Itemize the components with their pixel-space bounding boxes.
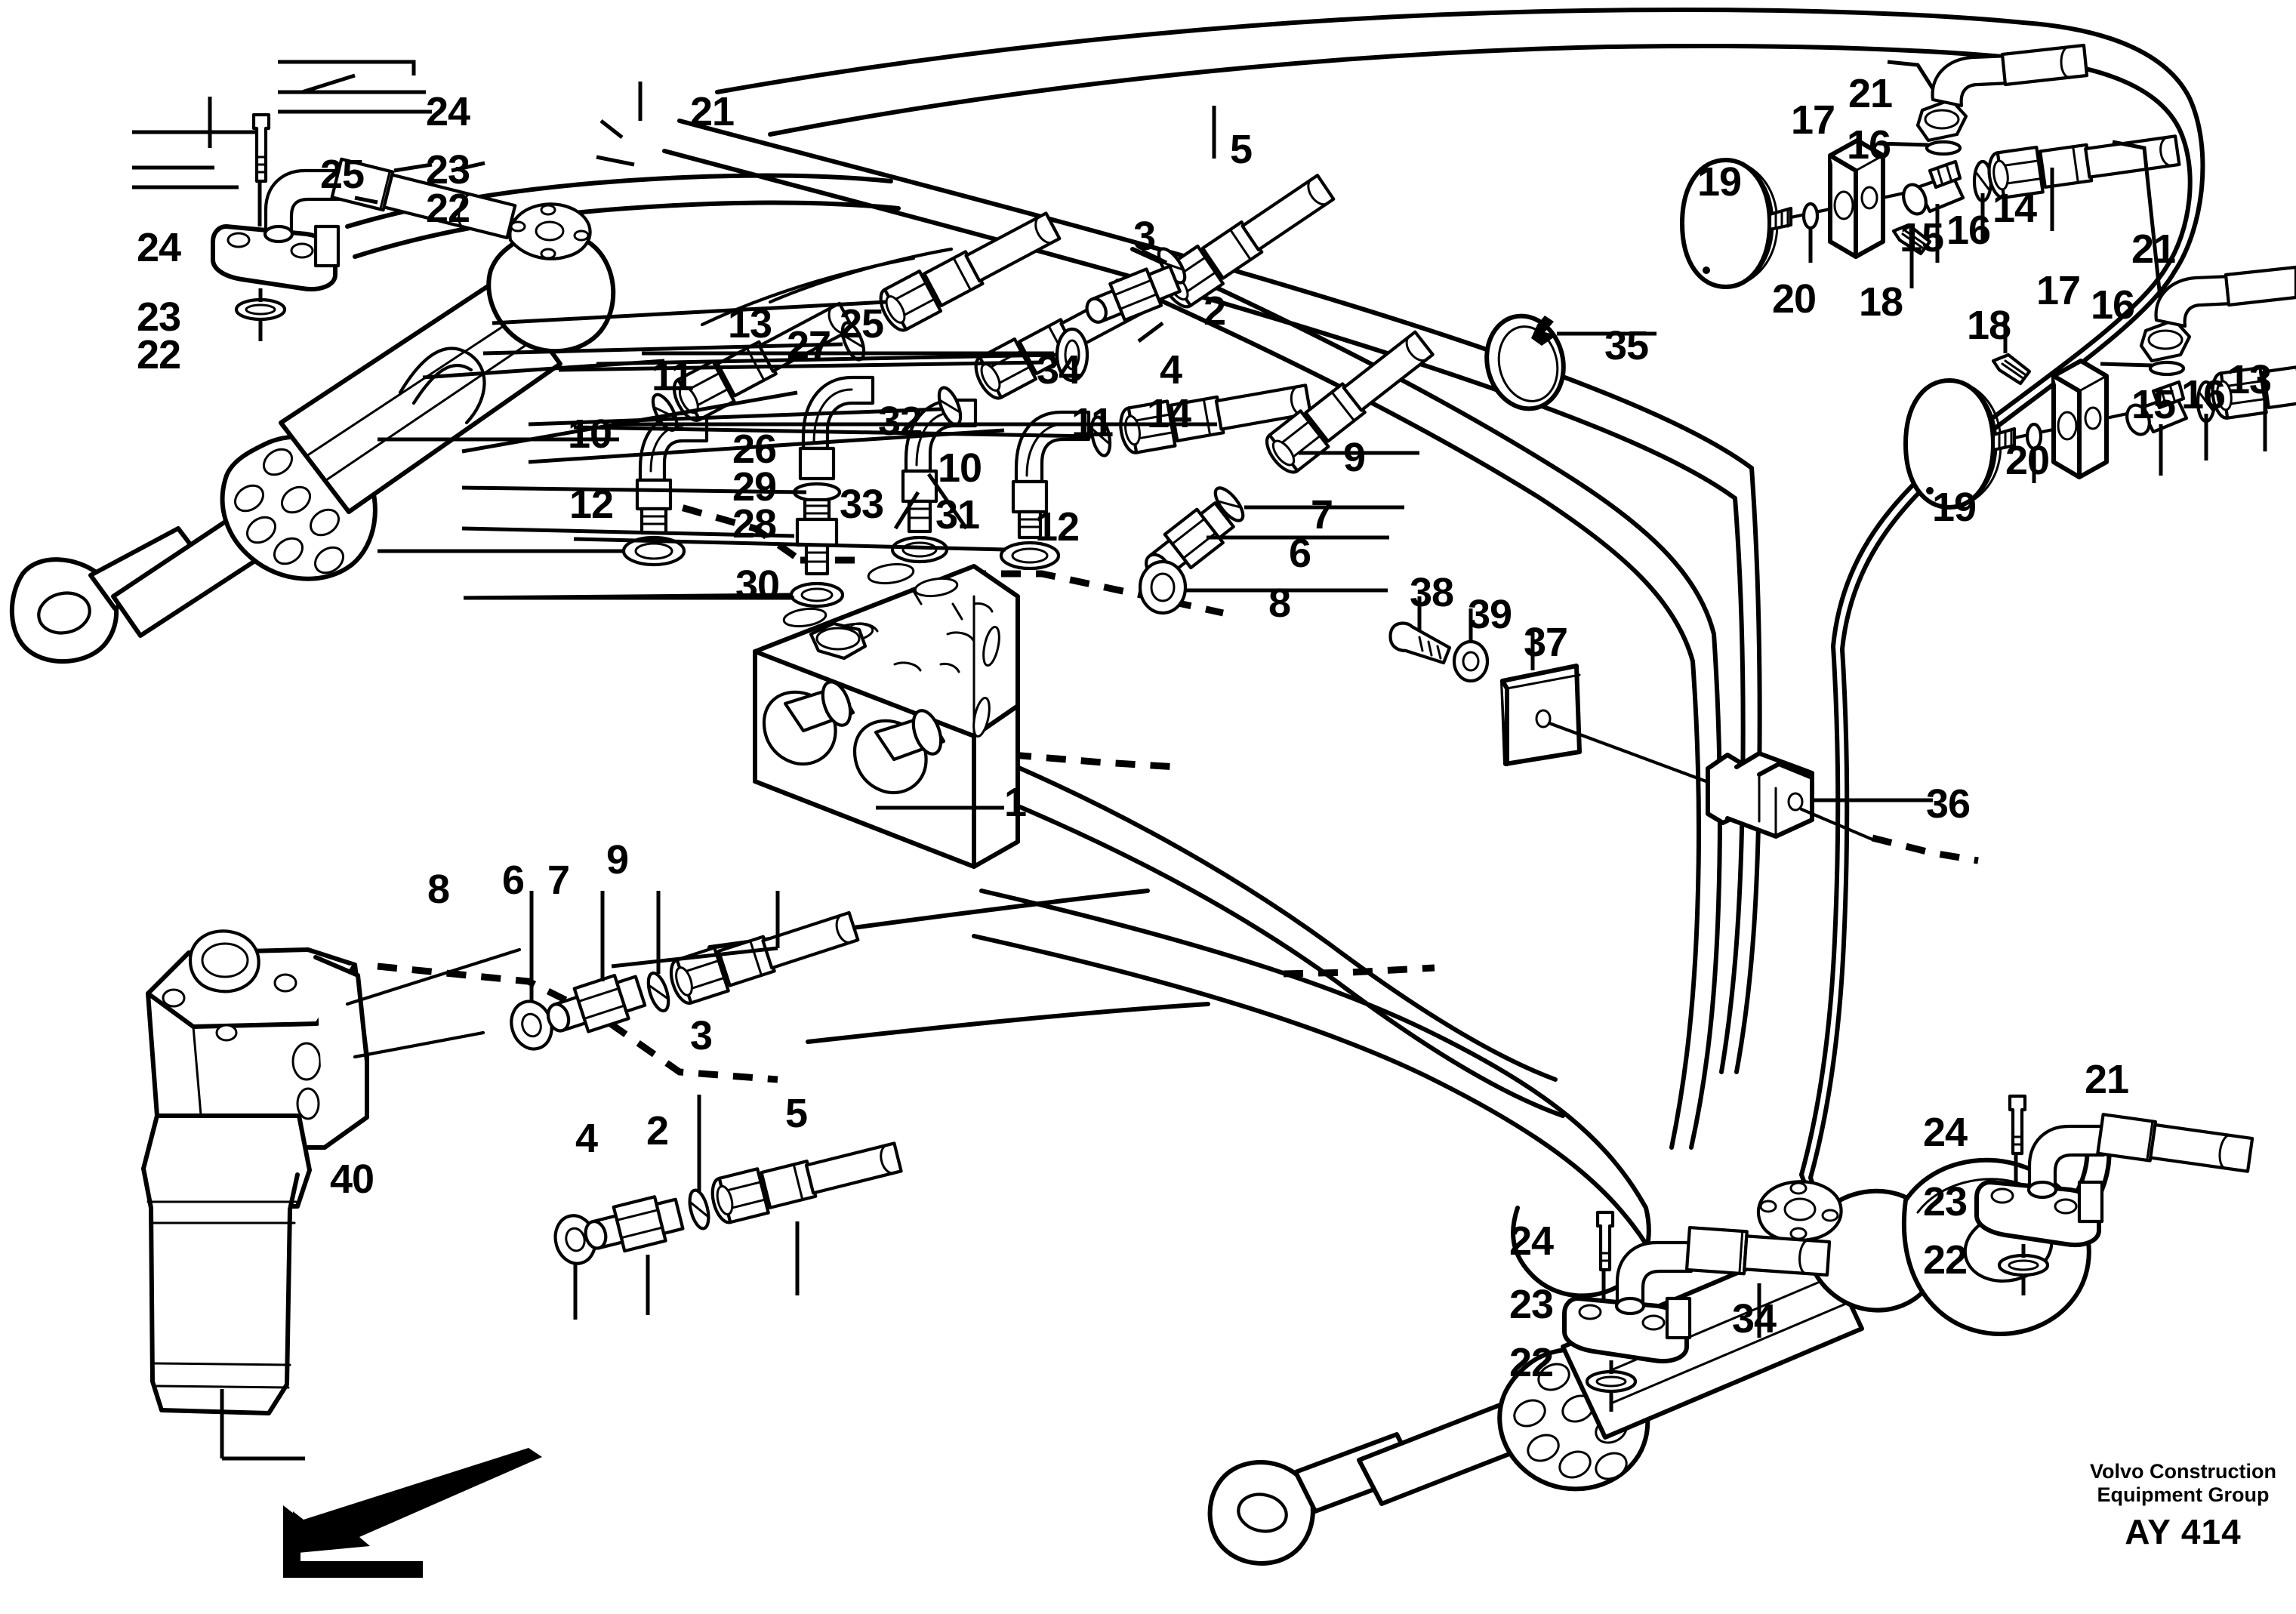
callout-14: 14 (1992, 186, 2037, 231)
callout-13: 13 (2227, 357, 2272, 402)
cable-tie-clamp (1484, 313, 1657, 411)
callout-3: 3 (1133, 214, 1156, 259)
flange-assembly-center-bottom (1562, 1210, 1832, 1412)
callout-37: 37 (1524, 620, 1568, 665)
callout-16: 16 (1946, 208, 1991, 253)
callout-5: 5 (785, 1091, 808, 1136)
callout-20: 20 (2005, 438, 2050, 483)
callout-24: 24 (137, 225, 181, 270)
drawing-code: AY 414 (2125, 1512, 2242, 1551)
callout-40: 40 (330, 1157, 374, 1202)
callout-15: 15 (2131, 382, 2176, 427)
callout-35: 35 (1604, 323, 1649, 368)
callout-5: 5 (1230, 127, 1253, 172)
callout-26: 26 (732, 427, 777, 472)
hose-routing-lines (345, 7, 2205, 1298)
callout-11: 11 (652, 354, 694, 399)
fitting-stack-steering-upper (510, 891, 860, 1051)
callout-32: 32 (878, 399, 923, 444)
callout-21: 21 (2085, 1057, 2129, 1102)
flange-assembly-upper-left-cylinder (211, 112, 517, 341)
callout-23: 23 (1923, 1179, 1968, 1224)
fitting-stack-steering-lower (553, 1095, 903, 1320)
callout-9: 9 (1343, 435, 1366, 480)
callout-16: 16 (1847, 122, 1891, 168)
brand-line-2: Equipment Group (2097, 1483, 2270, 1506)
callout-18: 18 (1967, 303, 2011, 348)
callout-28: 28 (732, 501, 777, 547)
brand-line-1: Volvo Construction (2090, 1460, 2276, 1483)
callout-39: 39 (1468, 592, 1512, 637)
callout-8: 8 (427, 867, 450, 912)
callout-10: 10 (938, 445, 982, 491)
callout-24: 24 (1923, 1110, 1968, 1155)
callout-23: 23 (426, 147, 470, 193)
hose-clamp-assembly (1388, 596, 1933, 842)
callout-1: 1 (1004, 780, 1027, 825)
callout-38: 38 (1410, 570, 1454, 615)
callout-3: 3 (690, 1013, 713, 1058)
callout-34: 34 (1037, 347, 1081, 393)
callout-7: 7 (547, 858, 570, 903)
callout-33: 33 (840, 482, 884, 527)
fitting-stack-group (378, 106, 1438, 810)
steering-cylinder-left (9, 202, 616, 664)
callout-2: 2 (1203, 288, 1226, 334)
callout-4: 4 (1160, 347, 1182, 393)
callout-24: 24 (426, 89, 470, 134)
callout-11: 11 (1071, 400, 1114, 445)
flange-assembly-right-cylinder (1974, 1094, 2254, 1295)
callout-29: 29 (732, 464, 777, 510)
callout-10: 10 (568, 411, 612, 457)
callout-leader-lines (132, 60, 643, 205)
callout-14: 14 (1147, 391, 1191, 436)
callout-23: 23 (1509, 1282, 1554, 1327)
callout-6: 6 (502, 858, 525, 903)
callout-6: 6 (1289, 531, 1311, 576)
callout-19: 19 (1932, 485, 1977, 530)
callout-22: 22 (137, 332, 181, 377)
callout-21: 21 (2131, 226, 2176, 272)
accumulator-assembly-lower (1903, 140, 2296, 510)
accumulator-assembly-upper (1680, 43, 2180, 289)
callout-16: 16 (2091, 282, 2135, 328)
callout-17: 17 (1791, 97, 1835, 143)
callout-21: 21 (690, 89, 735, 134)
callout-9: 9 (606, 837, 629, 882)
callout-25: 25 (840, 301, 884, 347)
callout-20: 20 (1772, 276, 1817, 322)
callout-22: 22 (1509, 1340, 1554, 1385)
callout-12: 12 (569, 482, 614, 527)
callout-12: 12 (1035, 504, 1080, 550)
valve-block (753, 562, 1020, 869)
callout-22: 22 (426, 186, 470, 231)
callout-23: 23 (137, 294, 181, 340)
callout-21: 21 (1848, 71, 1893, 116)
sheet-footer: Volvo Construction Equipment Group AY 41… (2090, 1460, 2276, 1552)
callout-16: 16 (2181, 372, 2226, 417)
callout-2: 2 (646, 1108, 669, 1154)
forward-direction-arrow (283, 1448, 542, 1578)
callout-18: 18 (1859, 279, 1903, 325)
callout-19: 19 (1697, 159, 1742, 205)
callout-15: 15 (1900, 215, 1944, 260)
callout-34: 34 (1732, 1296, 1777, 1341)
callout-31: 31 (935, 492, 980, 537)
callout-22: 22 (1923, 1237, 1968, 1283)
callout-24: 24 (1509, 1218, 1554, 1264)
steering-unit (141, 929, 522, 1461)
callout-25: 25 (320, 152, 365, 197)
callout-4: 4 (575, 1116, 598, 1161)
callout-8: 8 (1268, 581, 1291, 626)
callout-36: 36 (1926, 781, 1971, 827)
callout-17: 17 (2036, 268, 2081, 313)
callout-27: 27 (787, 323, 831, 368)
callout-13: 13 (728, 301, 772, 347)
callout-30: 30 (735, 562, 780, 608)
callout-7: 7 (1311, 492, 1333, 537)
